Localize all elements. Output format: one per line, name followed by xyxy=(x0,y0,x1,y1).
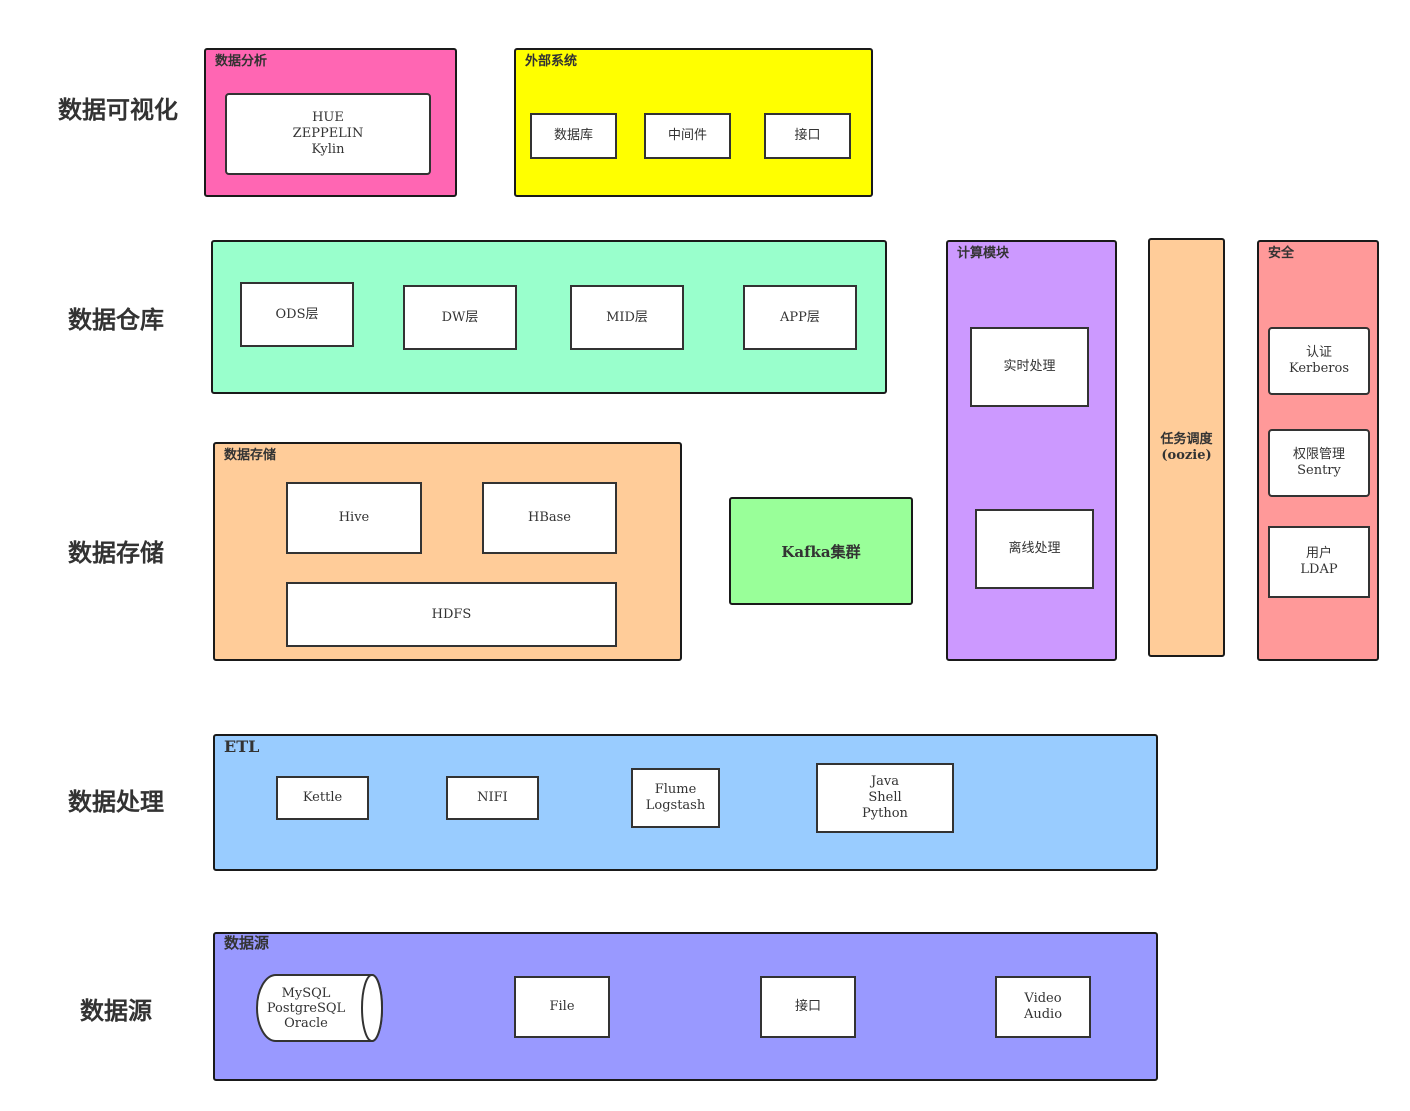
warehouse-app-box[interactable]: APP层 xyxy=(743,285,857,350)
datasource-api-box[interactable]: 接口 xyxy=(760,976,856,1038)
compute-group-title: 计算模块 xyxy=(957,246,1010,261)
etl-kettle-box[interactable]: Kettle xyxy=(276,776,369,820)
storage-hbase-box[interactable]: HBase xyxy=(482,482,617,554)
etl-flume-box[interactable]: Flume Logstash xyxy=(631,768,720,828)
compute-group: 计算模块 实时处理 离线处理 xyxy=(946,240,1117,661)
datasource-video-label: Video xyxy=(1024,991,1062,1006)
etl-flume-label: Flume xyxy=(654,782,697,797)
kafka-cluster-label: Kafka集群 xyxy=(781,542,861,561)
layer-label-storage: 数据存储 xyxy=(68,539,164,567)
etl-group-title: ETL xyxy=(224,737,260,756)
datasource-oracle-label: Oracle xyxy=(284,1015,328,1031)
storage-group-title: 数据存储 xyxy=(224,448,277,463)
compute-realtime-box[interactable]: 实时处理 xyxy=(970,327,1089,407)
security-permission-tool: Sentry xyxy=(1297,463,1341,478)
layer-label-processing: 数据处理 xyxy=(68,788,164,816)
warehouse-mid-box[interactable]: MID层 xyxy=(570,285,684,350)
security-user-label: 用户 xyxy=(1305,546,1332,561)
warehouse-ods-box[interactable]: ODS层 xyxy=(240,282,354,347)
datasource-file-box[interactable]: File xyxy=(514,976,610,1038)
etl-python-label: Python xyxy=(862,806,908,821)
scheduler-group[interactable]: 任务调度 (oozie) xyxy=(1148,238,1225,657)
kafka-cluster-box[interactable]: Kafka集群 xyxy=(729,497,913,605)
external-middleware-box[interactable]: 中间件 xyxy=(644,113,731,159)
analysis-group: 数据分析 HUE ZEPPELIN Kylin xyxy=(204,48,457,197)
etl-nifi-box[interactable]: NIFI xyxy=(446,776,539,820)
external-api-box[interactable]: 接口 xyxy=(764,113,851,159)
datasource-group-title: 数据源 xyxy=(224,934,270,952)
compute-offline-box[interactable]: 离线处理 xyxy=(975,509,1094,589)
etl-scripts-box[interactable]: Java Shell Python xyxy=(816,763,954,833)
etl-logstash-label: Logstash xyxy=(645,798,706,813)
etl-group: ETL Kettle NIFI Flume Logstash Java Shel… xyxy=(213,734,1158,871)
scheduler-sublabel: (oozie) xyxy=(1161,447,1212,463)
storage-group: 数据存储 Hive HBase HDFS xyxy=(213,442,682,661)
security-auth-tool: Kerberos xyxy=(1289,361,1349,376)
security-user-box[interactable]: 用户 LDAP xyxy=(1268,526,1370,598)
datasource-group: 数据源 MySQL PostgreSQL Oracle File 接口 Vide… xyxy=(213,932,1158,1081)
security-group-title: 安全 xyxy=(1268,246,1295,261)
security-permission-label: 权限管理 xyxy=(1292,447,1345,462)
datasource-postgresql-label: PostgreSQL xyxy=(266,1000,346,1016)
datasource-media-box[interactable]: Video Audio xyxy=(995,976,1091,1038)
analysis-group-title: 数据分析 xyxy=(215,54,268,69)
security-user-tool: LDAP xyxy=(1300,562,1338,577)
layer-label-source: 数据源 xyxy=(80,997,152,1025)
external-group: 外部系统 数据库 中间件 接口 xyxy=(514,48,873,197)
external-group-title: 外部系统 xyxy=(525,54,578,69)
warehouse-dw-box[interactable]: DW层 xyxy=(403,285,517,350)
security-auth-box[interactable]: 认证 Kerberos xyxy=(1268,327,1370,395)
etl-shell-label: Shell xyxy=(868,790,902,805)
datasource-mysql-label: MySQL xyxy=(281,985,331,1001)
analysis-tool-kylin: Kylin xyxy=(311,142,345,157)
security-group: 安全 认证 Kerberos 权限管理 Sentry 用户 LDAP xyxy=(1257,240,1379,661)
scheduler-label: 任务调度 xyxy=(1160,431,1213,447)
external-database-box[interactable]: 数据库 xyxy=(530,113,617,159)
storage-hive-box[interactable]: Hive xyxy=(286,482,422,554)
analysis-tool-zeppelin: ZEPPELIN xyxy=(292,126,364,141)
database-cylinder-icon xyxy=(256,974,383,1042)
warehouse-group: ODS层 DW层 MID层 APP层 xyxy=(211,240,887,394)
security-permission-box[interactable]: 权限管理 Sentry xyxy=(1268,429,1370,497)
security-auth-label: 认证 xyxy=(1305,345,1332,360)
datasource-database-cylinder[interactable]: MySQL PostgreSQL Oracle xyxy=(256,974,383,1042)
storage-hdfs-box[interactable]: HDFS xyxy=(286,582,617,647)
analysis-tools-box[interactable]: HUE ZEPPELIN Kylin xyxy=(225,93,431,175)
analysis-tool-hue: HUE xyxy=(312,110,344,125)
layer-label-warehouse: 数据仓库 xyxy=(68,306,164,334)
datasource-audio-label: Audio xyxy=(1023,1007,1063,1022)
etl-java-label: Java xyxy=(870,774,900,789)
layer-label-visualization: 数据可视化 xyxy=(58,96,178,124)
